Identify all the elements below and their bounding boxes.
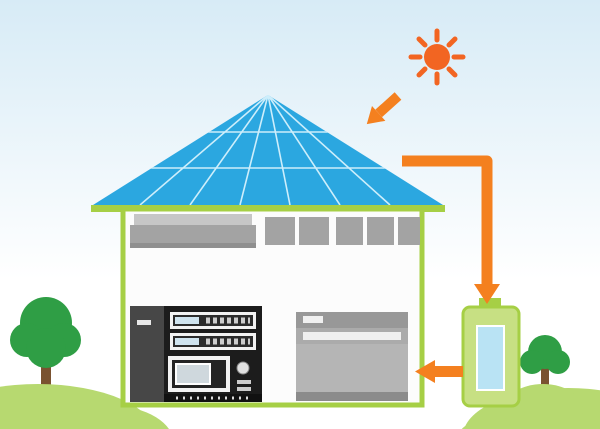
foliage-blob [546,350,570,374]
tree-foliage [520,335,570,374]
window-pane [398,217,420,245]
kitchen-appliance-unit [130,306,262,402]
window-panes [265,217,420,245]
sun-ray [416,66,428,78]
sun-icon [408,28,466,86]
dishwasher-handle-slot [303,332,401,340]
energy-flow-arrows [366,92,500,383]
arrow-head [415,360,435,383]
roof-to-battery-power-line [402,155,493,286]
window-pane [367,217,394,245]
arrow-shaft [435,366,463,377]
control-knob [236,361,250,375]
window-hood-base [130,243,256,248]
bush [503,384,583,429]
foliage-blob [26,328,66,368]
panel-grid-line [139,95,269,205]
sun-ray [416,36,428,48]
tree-left [10,297,81,404]
arrow-shaft [375,92,402,118]
power-line-arrow-head [474,284,500,304]
window-pane [265,217,295,245]
solar-panel-grid [139,95,391,205]
dishwasher-top-bar [296,312,408,328]
panel-grid-line [267,95,341,205]
dishwasher [296,312,408,401]
panel-grid-line [239,95,269,205]
sunlight-arrow [366,92,402,125]
dishwasher-base [296,392,408,401]
tree-trunk [41,348,51,404]
dishwasher-control [303,316,323,323]
foliage-blob [520,350,544,374]
side-panel-vent [137,320,151,325]
solar-panel-roof [93,95,443,205]
window-hood-body [130,225,256,245]
hill-left [0,384,169,429]
sun-disc [424,44,450,70]
microwave-window [175,363,211,385]
window-pane [336,217,363,245]
sun-ray [446,66,458,78]
arrow-head [366,105,386,125]
component-lcd-2 [175,338,199,345]
sun-rays [408,28,466,86]
second-floor-windows [130,214,420,248]
panel-grid-line [267,95,291,205]
panel-grid-line [267,95,391,205]
storage-battery [461,298,521,408]
window-pane [299,217,329,245]
panel-grid-line [189,95,269,205]
dishwasher-front-panel [296,344,408,392]
battery-cell [476,325,505,391]
battery-to-house-arrow [415,360,463,383]
hill-right [461,384,600,429]
tree-foliage [10,297,81,368]
sun-ray [446,36,458,48]
small-button-row [237,387,251,391]
battery-terminal [479,298,501,309]
window-hood-top [134,214,252,225]
small-button-row [237,380,251,384]
component-lcd-1 [175,317,199,324]
hill-mound [55,406,169,429]
